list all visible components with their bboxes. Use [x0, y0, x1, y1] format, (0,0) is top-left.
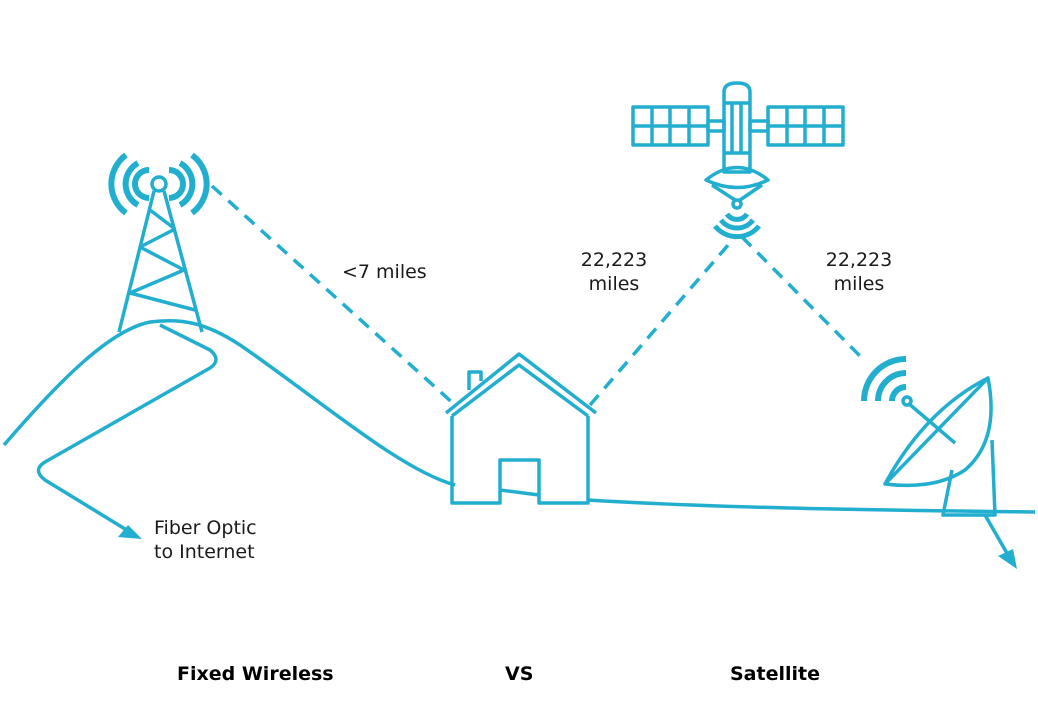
house-icon [444, 352, 598, 505]
satellite-dish-icon [883, 376, 997, 517]
fixed-wireless-link-line [210, 184, 457, 407]
tower-signal-waves-icon [108, 152, 210, 216]
satellite-downlink-distance-label: 22,223 miles [819, 248, 899, 296]
satellite-icon [631, 81, 845, 210]
fiber-optic-label: Fiber Optic to Internet [154, 516, 257, 564]
fiber-cable-arrow-icon [36, 323, 218, 539]
fiber-optic-line2: to Internet [154, 541, 255, 563]
dish-cable-arrow-icon [983, 514, 1017, 569]
caption-fixed-wireless: Fixed Wireless [177, 663, 334, 685]
downlink-distance-unit: miles [833, 273, 885, 295]
satellite-signal-waves-icon [713, 212, 761, 240]
satellite-uplink-distance-label: 22,223 miles [574, 248, 654, 296]
satellite-downlink-line [740, 235, 864, 360]
hill [2, 318, 456, 487]
satellite-uplink-line [588, 235, 737, 407]
uplink-distance-value: 22,223 [580, 249, 648, 271]
downlink-distance-value: 22,223 [825, 249, 893, 271]
ground-line [499, 488, 1036, 514]
uplink-distance-unit: miles [588, 273, 640, 295]
dish-signal-waves-icon [861, 356, 907, 402]
cell-tower-icon [117, 175, 204, 333]
fiber-optic-line1: Fiber Optic [154, 517, 257, 539]
fixed-wireless-distance-label: <7 miles [342, 261, 427, 283]
caption-satellite: Satellite [730, 663, 820, 685]
caption-vs: VS [505, 663, 534, 685]
